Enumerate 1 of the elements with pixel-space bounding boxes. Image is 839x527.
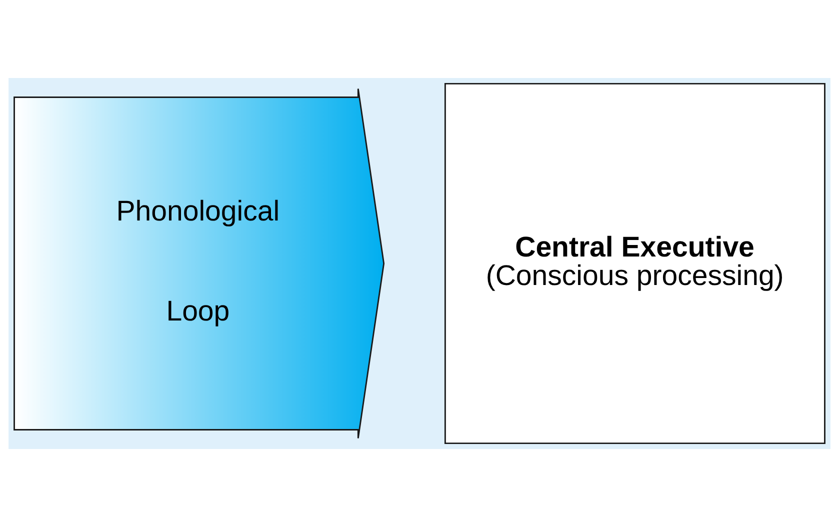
node-box: Central Executive (Conscious processing) xyxy=(444,83,826,444)
